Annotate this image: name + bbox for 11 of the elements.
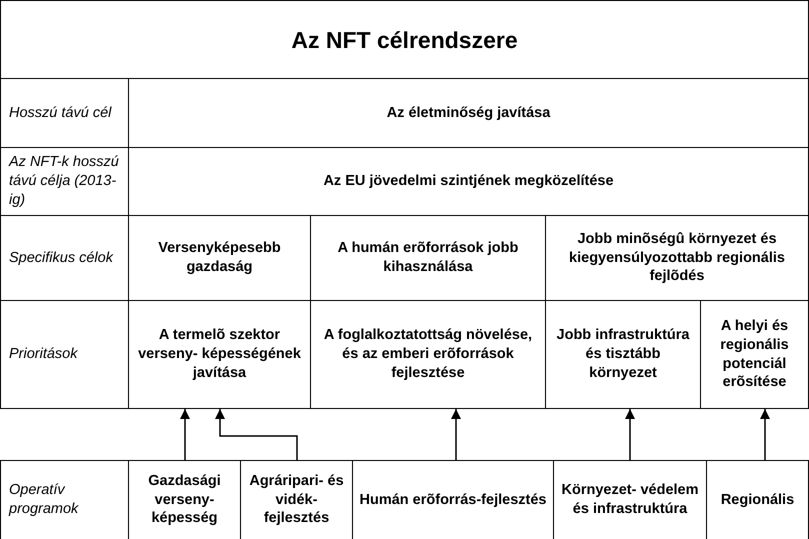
arrow — [215, 409, 298, 460]
arrow — [760, 409, 770, 460]
arrow — [180, 409, 190, 460]
row-header-cell: Prioritások — [0, 300, 129, 409]
table-cell: Az életminőség javítása — [128, 78, 809, 148]
table-cell: A helyi és regionális potenciál erõsítése — [700, 300, 809, 409]
arrow — [625, 409, 635, 460]
row-header-cell: Operatív programok — [0, 460, 129, 539]
arrow — [451, 409, 461, 460]
row-header-cell: Hosszú távú cél — [0, 78, 129, 148]
table-cell: Regionális — [706, 460, 809, 539]
